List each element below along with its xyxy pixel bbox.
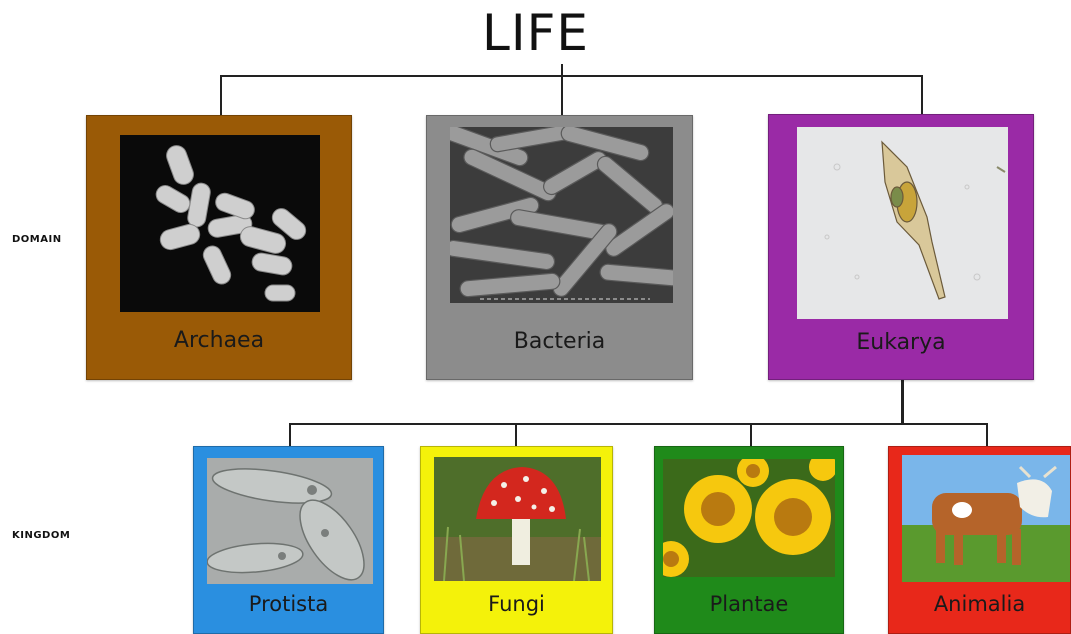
domain-card-eukarya: Eukarya xyxy=(768,114,1034,380)
kingdom-card-protista: Protista xyxy=(193,446,384,634)
connector-eukarya-drop xyxy=(921,75,923,115)
kingdom-card-fungi: Fungi xyxy=(420,446,613,634)
domain-label-eukarya: Eukarya xyxy=(769,330,1033,355)
connector-kingdom-horizontal xyxy=(289,423,988,425)
domain-label-archaea: Archaea xyxy=(87,328,351,353)
sunflower-icon xyxy=(663,459,835,577)
paramecium-image xyxy=(207,458,373,584)
sunflower-image xyxy=(663,459,835,577)
rotifer-micrograph-image xyxy=(797,127,1008,319)
connector-plantae-drop xyxy=(750,423,752,446)
archaea-micrograph-icon xyxy=(120,135,320,312)
connector-eukarya-down xyxy=(901,380,904,425)
kingdom-card-animalia: Animalia xyxy=(888,446,1071,634)
bacteria-micrograph-image xyxy=(450,127,673,303)
connector-archaea-drop xyxy=(220,75,222,115)
connector-domain-horizontal xyxy=(220,75,923,77)
connector-animalia-drop xyxy=(986,423,988,446)
domain-label-bacteria: Bacteria xyxy=(427,329,692,354)
domain-card-bacteria: Bacteria xyxy=(426,115,693,380)
cow-image xyxy=(902,455,1070,582)
row-label-domain: DOMAIN xyxy=(12,234,62,245)
kingdom-label-fungi: Fungi xyxy=(421,592,612,616)
kingdom-label-plantae: Plantae xyxy=(655,592,843,616)
cow-icon xyxy=(902,455,1070,582)
bacteria-micrograph-icon xyxy=(450,127,673,303)
mushroom-icon xyxy=(434,457,601,581)
kingdom-label-animalia: Animalia xyxy=(889,592,1070,616)
paramecium-icon xyxy=(207,458,373,584)
row-label-kingdom: KINGDOM xyxy=(12,530,70,541)
mushroom-image xyxy=(434,457,601,581)
connector-bacteria-drop xyxy=(561,75,563,115)
connector-fungi-drop xyxy=(515,423,517,446)
diagram-title: LIFE xyxy=(0,4,1071,62)
kingdom-label-protista: Protista xyxy=(194,592,383,616)
connector-protista-drop xyxy=(289,423,291,446)
archaea-micrograph-image xyxy=(120,135,320,312)
domain-card-archaea: Archaea xyxy=(86,115,352,380)
rotifer-micrograph-icon xyxy=(797,127,1008,319)
kingdom-card-plantae: Plantae xyxy=(654,446,844,634)
